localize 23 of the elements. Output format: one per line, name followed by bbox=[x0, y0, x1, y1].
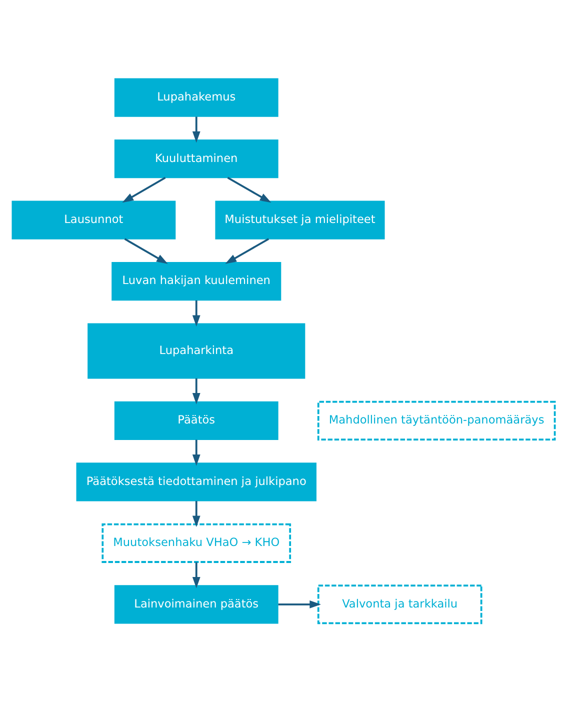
node-box: Lausunnot bbox=[12, 200, 176, 240]
arrow bbox=[192, 300, 200, 327]
node-box: Lupaharkinta bbox=[88, 323, 306, 379]
node-box: Päätös bbox=[114, 401, 278, 440]
node-box: Muistutukset ja mielipiteet bbox=[215, 200, 385, 240]
node-box: Mahdollinen täytäntöön-panomääräys bbox=[317, 400, 556, 440]
arrow bbox=[192, 562, 200, 588]
node-box: Päätöksestä tiedottaminen ja julkipano bbox=[76, 462, 316, 502]
arrow bbox=[192, 501, 200, 528]
node-box: Kuuluttaminen bbox=[114, 140, 278, 178]
arrow bbox=[192, 440, 200, 466]
arrow bbox=[192, 378, 200, 404]
arrow bbox=[227, 176, 272, 203]
arrow bbox=[124, 238, 168, 264]
arrow bbox=[122, 176, 166, 203]
node-box: Lupahakemus bbox=[114, 78, 278, 117]
node-box: Muutoksenhaku VHaO → KHO bbox=[102, 523, 292, 563]
arrow bbox=[192, 116, 200, 143]
node-box: Valvonta ja tarkkailu bbox=[317, 584, 482, 624]
arrow bbox=[225, 238, 270, 264]
node-box: Luvan hakijan kuuleminen bbox=[112, 262, 282, 301]
arrow bbox=[278, 600, 321, 608]
node-box: Lainvoimainen päätös bbox=[114, 585, 278, 624]
